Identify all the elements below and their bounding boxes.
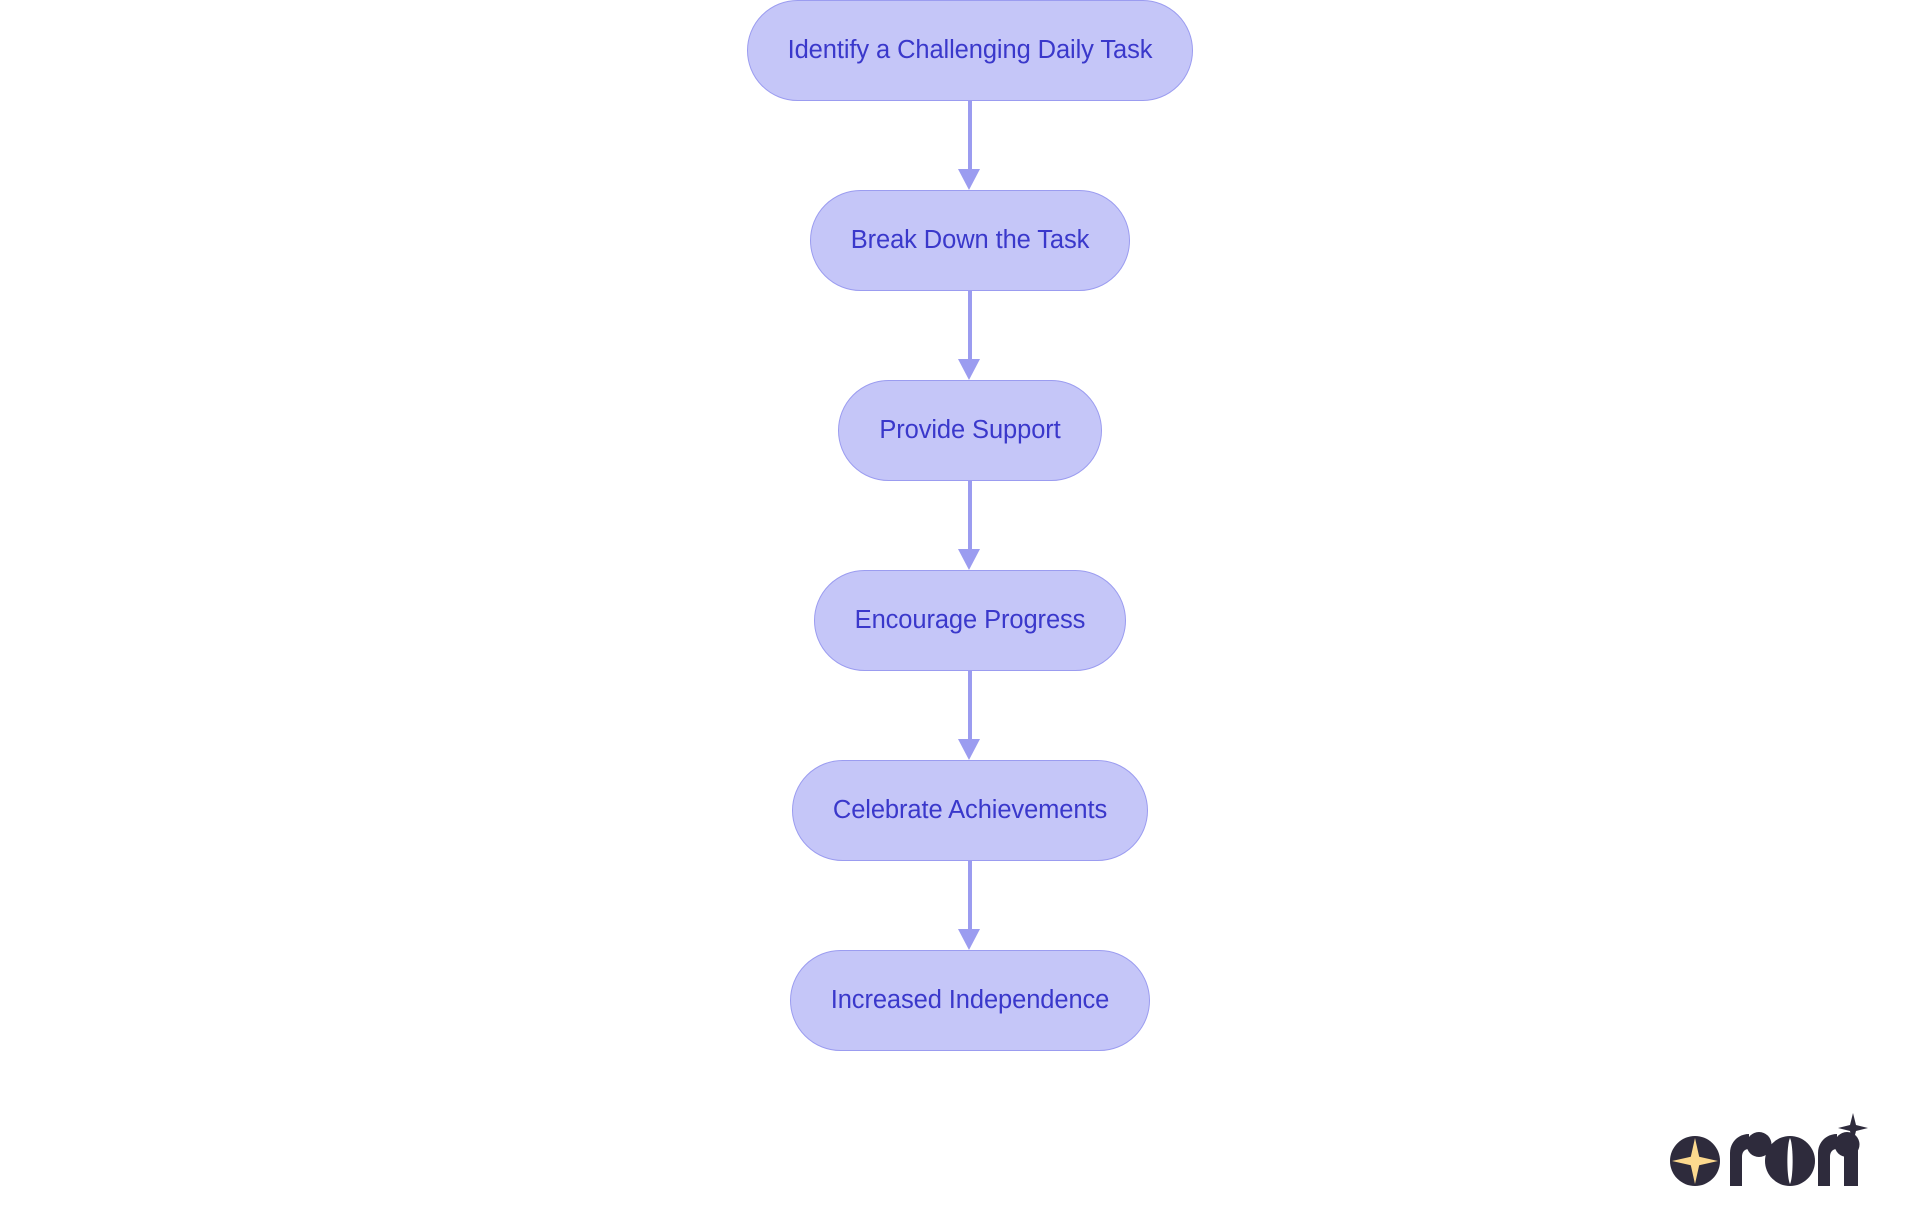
- flow-node-celebrate-achievements[interactable]: Celebrate Achievements: [791, 760, 1149, 861]
- logo-letter-r-stem: [1730, 1134, 1749, 1186]
- arrow-down-icon: [958, 739, 981, 760]
- rori-logo: [1670, 1113, 1868, 1186]
- node-row: Provide Support: [0, 380, 1920, 481]
- arrow-down-icon: [958, 169, 981, 190]
- flow-edge-n4-n5: [0, 671, 1920, 760]
- node-row: Increased Independence: [0, 950, 1920, 1051]
- logo-letter-i: [1844, 1148, 1858, 1186]
- flow-node-label: Break Down the Task: [850, 226, 1090, 254]
- edge-line: [968, 101, 972, 171]
- logo-letter-r-dot: [1746, 1132, 1772, 1157]
- flow-node-provide-support[interactable]: Provide Support: [838, 380, 1102, 481]
- flow-node-label: Encourage Progress: [854, 606, 1086, 634]
- edge-line: [968, 671, 972, 741]
- edge-line: [968, 481, 972, 551]
- arrow-down-icon: [958, 549, 981, 570]
- flow-node-label: Identify a Challenging Daily Task: [787, 36, 1153, 64]
- flow-edge-n3-n4: [0, 481, 1920, 570]
- node-row: Break Down the Task: [0, 190, 1920, 291]
- flow-node-break-down-the-task[interactable]: Break Down the Task: [809, 190, 1131, 291]
- flow-node-label: Celebrate Achievements: [832, 796, 1108, 824]
- flow-node-encourage-progress[interactable]: Encourage Progress: [813, 570, 1127, 671]
- arrow-down-icon: [958, 929, 981, 950]
- logo-letter-r2-stem: [1818, 1134, 1837, 1186]
- edge-line: [968, 291, 972, 361]
- edge-line: [968, 861, 972, 931]
- flow-edge-n2-n3: [0, 291, 1920, 380]
- flow-edge-n5-n6: [0, 861, 1920, 950]
- flowchart: Identify a Challenging Daily Task Break …: [0, 0, 1920, 1051]
- flow-node-increased-independence[interactable]: Increased Independence: [789, 950, 1151, 1051]
- flow-node-label: Increased Independence: [830, 986, 1110, 1014]
- four-pointed-star-icon: [1672, 1138, 1718, 1184]
- arrow-down-icon: [958, 359, 981, 380]
- flow-node-label: Provide Support: [879, 416, 1061, 444]
- flow-node-identify-a-challenging-daily-task[interactable]: Identify a Challenging Daily Task: [746, 0, 1194, 101]
- logo-sparkle-star-icon: [1838, 1113, 1868, 1143]
- flow-edge-n1-n2: [0, 101, 1920, 190]
- node-row: Encourage Progress: [0, 570, 1920, 671]
- logo-letter-o-counter: [1787, 1138, 1793, 1184]
- node-row: Identify a Challenging Daily Task: [0, 0, 1920, 101]
- node-row: Celebrate Achievements: [0, 760, 1920, 861]
